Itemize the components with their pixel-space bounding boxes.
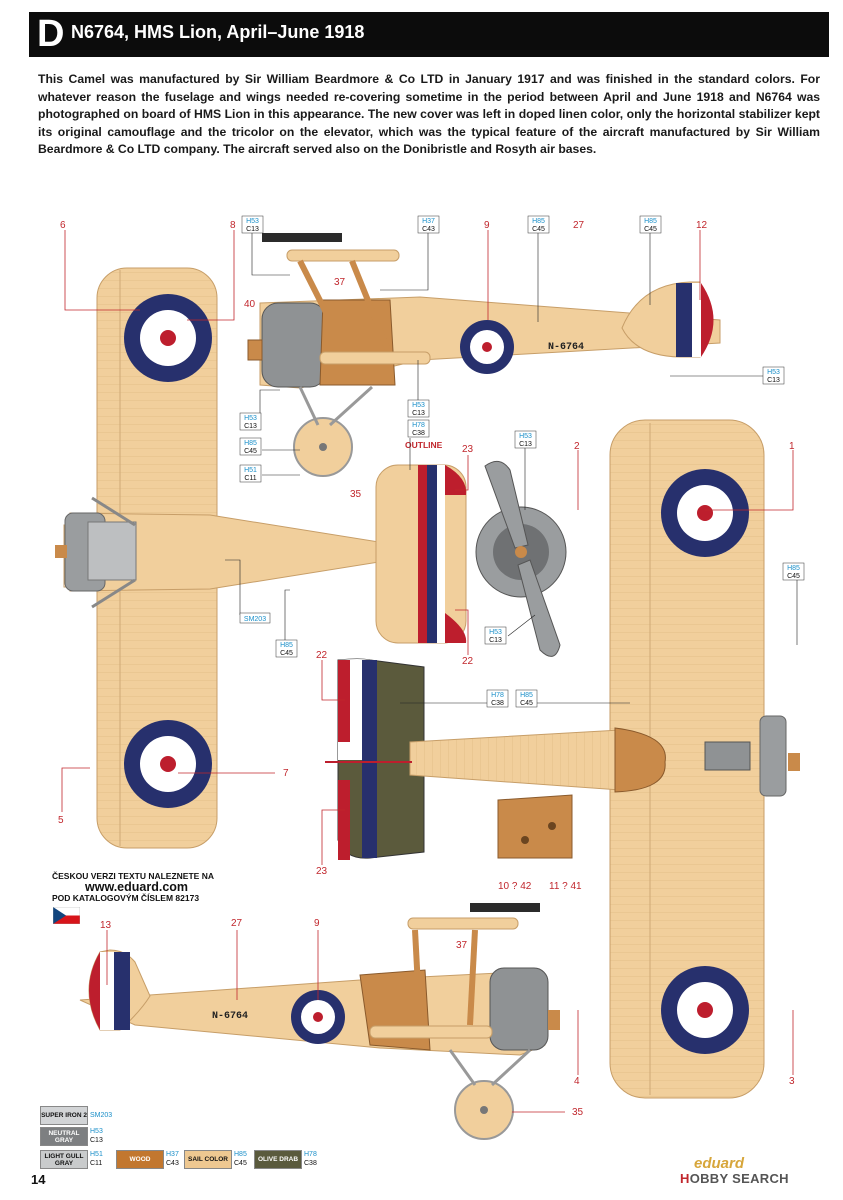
registration-lower: N-6764 — [212, 1011, 248, 1022]
czech-flag-icon — [53, 907, 80, 924]
czech-note-line1: ČESKOU VERZI TEXTU NALEZNETE NA — [52, 871, 214, 881]
svg-text:C45: C45 — [644, 226, 657, 233]
svg-text:H85: H85 — [787, 565, 800, 572]
svg-text:37: 37 — [334, 277, 346, 288]
svg-text:C13: C13 — [767, 377, 780, 384]
svg-text:H53: H53 — [767, 369, 780, 376]
svg-text:C13: C13 — [246, 226, 259, 233]
svg-text:C45: C45 — [532, 226, 545, 233]
svg-text:H53: H53 — [246, 218, 259, 225]
svg-text:35: 35 — [350, 489, 362, 500]
svg-text:5: 5 — [58, 815, 64, 826]
svg-text:C45: C45 — [280, 650, 293, 657]
svg-text:9: 9 — [484, 220, 490, 231]
svg-text:40: 40 — [244, 299, 256, 310]
part-number-labels: 6 8 9 27 12 37 40 35 23 2 1 7 5 22 22 23… — [58, 220, 795, 1118]
svg-text:H85: H85 — [280, 642, 293, 649]
svg-text:C13: C13 — [519, 441, 532, 448]
svg-text:9: 9 — [314, 918, 320, 929]
svg-text:3: 3 — [789, 1076, 795, 1087]
scheme-title: N6764, HMS Lion, April–June 1918 — [71, 22, 365, 42]
svg-text:H85: H85 — [532, 218, 545, 225]
svg-text:C13: C13 — [412, 410, 425, 417]
svg-text:C45: C45 — [244, 448, 257, 455]
registration-upper: N-6764 — [548, 342, 584, 353]
svg-text:35: 35 — [572, 1107, 584, 1118]
svg-text:C13: C13 — [489, 637, 502, 644]
page-header: D N6764, HMS Lion, April–June 1918 — [29, 12, 829, 57]
scheme-letter: D — [37, 13, 65, 55]
legend-swatch: LIGHT GULL GRAY — [40, 1150, 88, 1169]
svg-text:H85: H85 — [244, 440, 257, 447]
svg-text:H85: H85 — [644, 218, 657, 225]
svg-text:7: 7 — [283, 768, 289, 779]
wing-plan-left — [55, 267, 441, 849]
svg-text:C38: C38 — [412, 430, 425, 437]
svg-text:SM203: SM203 — [244, 616, 266, 623]
svg-text:2: 2 — [574, 441, 580, 452]
svg-text:4: 4 — [574, 1076, 580, 1087]
leader-lines-black — [225, 232, 798, 704]
svg-text:11 ? 41: 11 ? 41 — [549, 881, 582, 892]
svg-text:22: 22 — [316, 650, 328, 661]
legend-swatch: WOOD — [116, 1150, 164, 1169]
svg-text:C45: C45 — [520, 700, 533, 707]
svg-text:H78: H78 — [491, 692, 504, 699]
svg-text:27: 27 — [573, 220, 585, 231]
svg-text:H53: H53 — [489, 629, 502, 636]
svg-text:C38: C38 — [491, 700, 504, 707]
svg-text:H53: H53 — [244, 415, 257, 422]
wood-panel-detail — [497, 794, 573, 859]
svg-text:27: 27 — [231, 918, 243, 929]
scheme-description: This Camel was manufactured by Sir Willi… — [38, 72, 820, 156]
svg-text:H51: H51 — [244, 467, 257, 474]
svg-text:C13: C13 — [244, 423, 257, 430]
svg-text:12: 12 — [696, 220, 708, 231]
legend-swatch: SUPER IRON 2 — [40, 1106, 88, 1125]
svg-text:C11: C11 — [244, 475, 256, 482]
svg-text:H53: H53 — [412, 402, 425, 409]
legend-swatch: SAIL COLOR — [184, 1150, 232, 1169]
czech-version-note: ČESKOU VERZI TEXTU NALEZNETE NA www.edua… — [52, 871, 214, 903]
hobby-search-watermark: HOBBY SEARCH — [680, 1171, 789, 1186]
tail-underside — [325, 658, 751, 860]
eduard-url[interactable]: www.eduard.com — [85, 880, 189, 894]
side-view-upper: N-6764 — [247, 233, 721, 477]
svg-text:H78: H78 — [412, 422, 425, 429]
eduard-logo: eduard — [694, 1155, 745, 1172]
svg-text:H85: H85 — [520, 692, 533, 699]
svg-text:H37: H37 — [422, 218, 435, 225]
svg-text:8: 8 — [230, 220, 236, 231]
svg-text:23: 23 — [316, 866, 328, 877]
side-view-lower: N-6764 — [79, 903, 560, 1140]
svg-text:1: 1 — [789, 441, 795, 452]
legend-swatch: OLIVE DRAB — [254, 1150, 302, 1169]
legend-swatch: NEUTRAL GRAY — [40, 1127, 88, 1146]
svg-text:C45: C45 — [787, 573, 800, 580]
leader-lines-red — [61, 230, 794, 1113]
svg-text:37: 37 — [456, 940, 468, 951]
outline-label: OUTLINE — [405, 440, 443, 450]
svg-text:H53: H53 — [519, 433, 532, 440]
svg-text:6: 6 — [60, 220, 66, 231]
propeller-front-view — [475, 460, 567, 657]
svg-text:10 ? 42: 10 ? 42 — [498, 881, 532, 892]
svg-text:22: 22 — [462, 656, 474, 667]
svg-text:C43: C43 — [422, 226, 435, 233]
svg-text:13: 13 — [100, 920, 112, 931]
czech-note-line2: POD KATALOGOVÝM ČÍSLEM 82173 — [52, 893, 200, 903]
page-number: 14 — [31, 1172, 46, 1187]
svg-text:23: 23 — [462, 444, 474, 455]
tailplane-plan-upper: OUTLINE — [375, 440, 467, 644]
